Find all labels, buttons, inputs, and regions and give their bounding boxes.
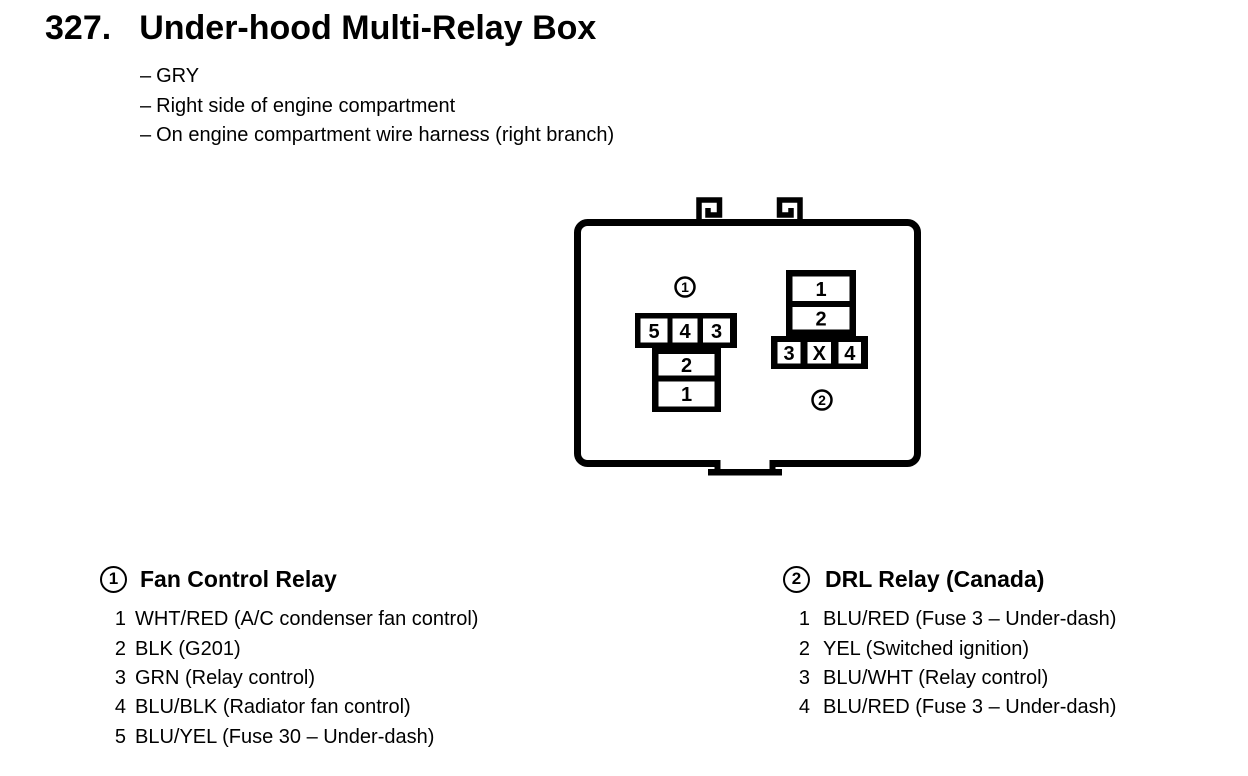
- pin-cell-5-label: 5: [648, 321, 659, 343]
- pin-row: 3 GRN (Relay control): [100, 664, 478, 693]
- pin-description: BLU/RED (Fuse 3 – Under-dash): [823, 608, 1117, 631]
- pin-description: BLU/WHT (Relay control): [823, 666, 1049, 689]
- connector1-top-row: 5 4 3: [635, 313, 737, 348]
- callout-1-circle: [674, 276, 696, 298]
- pin-number: 5: [114, 725, 126, 748]
- legend-drl-relay: 2 DRL Relay (Canada) 1 BLU/RED (Fuse 3 –…: [783, 565, 1116, 723]
- dash-glyph: –: [140, 94, 152, 117]
- pin-row: 4 BLU/BLK (Radiator fan control): [100, 693, 478, 722]
- note-text: On engine compartment wire harness (righ…: [156, 124, 615, 146]
- pin-number: 1: [114, 608, 126, 631]
- pin-description: WHT/RED (A/C condenser fan control): [135, 608, 479, 631]
- pin-row: 1 BLU/RED (Fuse 3 – Under-dash): [783, 605, 1117, 634]
- connector1-stack: 2 1: [652, 348, 721, 412]
- pin-cell-4: [838, 342, 861, 364]
- legend-fan-control-relay: 1 Fan Control Relay 1 WHT/RED (A/C conde…: [100, 565, 478, 752]
- callout-2-number: 2: [818, 392, 826, 408]
- note-text: GRY: [156, 65, 200, 87]
- dash-glyph: –: [140, 65, 152, 87]
- dash-glyph: –: [140, 124, 152, 146]
- pin-cell-1: [792, 276, 850, 301]
- section-number: 327.: [45, 9, 112, 47]
- section-title-row: 327. Under-hood Multi-Relay Box: [45, 11, 596, 45]
- pin-cell-4: [672, 318, 698, 343]
- pin-description: GRN (Relay control): [135, 666, 316, 689]
- callout-1-number: 1: [681, 279, 689, 295]
- bottom-edge-gap: [720, 455, 770, 469]
- pin-cell-2: [792, 307, 850, 330]
- connector2-stack: 1 2: [786, 270, 856, 336]
- top-latch-hook-right: [776, 197, 803, 226]
- pin-number: 2: [114, 637, 126, 660]
- pin-cell-3-label: 3: [711, 321, 722, 343]
- mounting-tab-right-link: [769, 460, 776, 471]
- mounting-tab-bar: [708, 469, 782, 476]
- note-text: Right side of engine compartment: [156, 94, 456, 117]
- pin-cell-2-label: 2: [681, 355, 692, 377]
- pin-cell-x-label: X: [813, 343, 827, 365]
- pin-number: 4: [114, 696, 126, 719]
- pin-description: BLU/BLK (Radiator fan control): [135, 696, 411, 719]
- pin-row: 2 BLK (G201): [100, 634, 478, 663]
- pin-description: BLU/RED (Fuse 3 – Under-dash): [823, 696, 1117, 719]
- pin-cell-2: [658, 354, 715, 376]
- pin-number: 4: [798, 696, 810, 719]
- pin-row: 3 BLU/WHT (Relay control): [783, 664, 1116, 693]
- callout-1-badge: 1: [100, 565, 127, 593]
- pin-cell-3-label: 3: [783, 343, 794, 365]
- pin-number: 3: [798, 666, 810, 689]
- note-line: – On engine compartment wire harness (ri…: [140, 121, 614, 151]
- pin-description: YEL (Switched ignition): [823, 637, 1030, 660]
- pin-number: 2: [798, 637, 810, 660]
- pin-cell-1: [658, 381, 715, 407]
- pin-cell-3: [703, 318, 730, 343]
- pin-number: 3: [114, 666, 126, 689]
- pin-description: BLK (G201): [135, 637, 241, 660]
- callout-2-circle: [811, 389, 833, 411]
- relay-box-diagram: 1 5 4 3 2 1 1 2: [574, 197, 921, 476]
- pin-cell-4-label: 4: [679, 321, 691, 343]
- pin-cell-3: [777, 342, 801, 364]
- mounting-tab-left-link: [714, 460, 721, 471]
- pin-cell-x: [807, 342, 831, 364]
- callout-2-badge: 2: [783, 565, 810, 593]
- pin-row: 1 WHT/RED (A/C condenser fan control): [100, 605, 479, 634]
- legend-title: Fan Control Relay: [140, 565, 337, 592]
- note-line: – Right side of engine compartment: [140, 92, 614, 122]
- pin-cell-2-label: 2: [815, 309, 826, 331]
- pin-list: 1 BLU/RED (Fuse 3 – Under-dash) 2 YEL (S…: [783, 605, 1117, 723]
- pin-number: 1: [798, 608, 810, 631]
- connector2-bottom-row: 3 X 4: [771, 336, 868, 369]
- legend-header: 1 Fan Control Relay: [100, 565, 478, 593]
- pin-cell-1-label: 1: [815, 279, 826, 301]
- pin-row: 4 BLU/RED (Fuse 3 – Under-dash): [783, 693, 1117, 722]
- note-line: – GRY: [140, 62, 614, 92]
- legend-title: DRL Relay (Canada): [825, 565, 1045, 592]
- pin-list: 1 WHT/RED (A/C condenser fan control) 2 …: [100, 605, 479, 752]
- location-notes: – GRY – Right side of engine compartment…: [140, 62, 614, 151]
- pin-cell-4-label: 4: [844, 343, 856, 365]
- pin-row: 5 BLU/YEL (Fuse 30 – Under-dash): [100, 723, 478, 752]
- pin-cell-1-label: 1: [681, 384, 692, 406]
- page-title: Under-hood Multi-Relay Box: [139, 9, 597, 47]
- top-latch-hook-left: [696, 197, 723, 226]
- pin-row: 2 YEL (Switched ignition): [783, 634, 1116, 663]
- pin-cell-5: [640, 318, 668, 343]
- legend-header: 2 DRL Relay (Canada): [783, 565, 1116, 593]
- pin-description: BLU/YEL (Fuse 30 – Under-dash): [135, 725, 435, 748]
